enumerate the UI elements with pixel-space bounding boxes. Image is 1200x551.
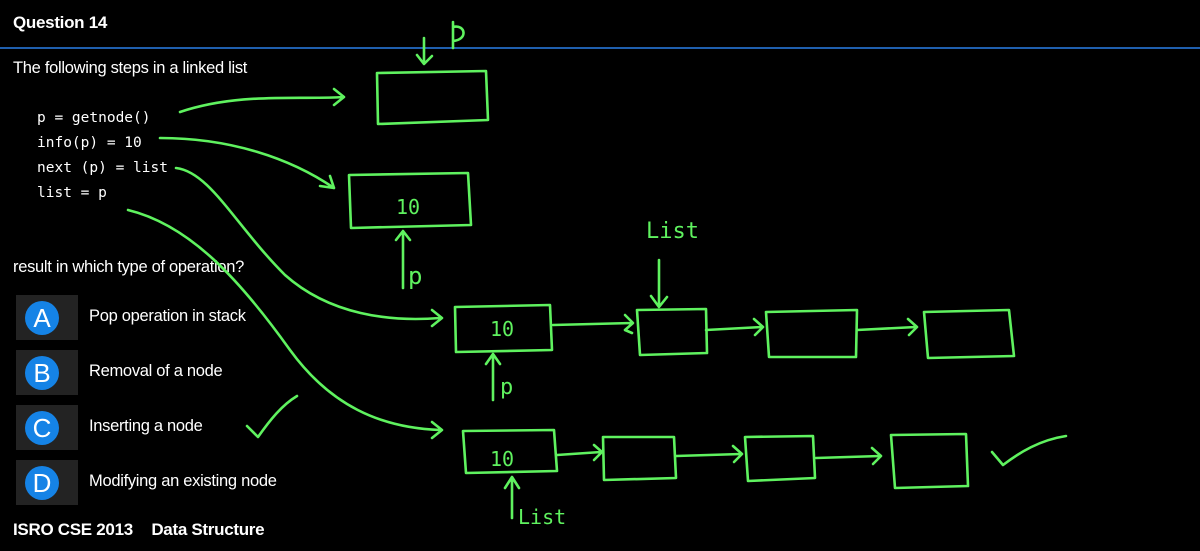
link-arrow xyxy=(551,313,635,335)
node-box xyxy=(601,435,678,482)
arrow-next xyxy=(174,166,444,328)
link-arrow xyxy=(855,317,919,337)
question-footer: ISRO CSE 2013 Data Structure xyxy=(13,520,265,540)
node-box xyxy=(635,307,709,357)
option-a-letter: A xyxy=(25,301,59,335)
node-box xyxy=(889,432,970,490)
up-arrow-icon xyxy=(394,229,412,290)
pointer-p-label: p xyxy=(500,375,513,400)
code-line: p = getnode() xyxy=(37,110,151,126)
empty-node-box xyxy=(375,69,490,126)
node-10-box xyxy=(347,171,473,230)
option-a-badge[interactable]: A xyxy=(16,295,78,340)
code-line: list = p xyxy=(37,185,107,201)
arrow-getnode xyxy=(178,87,346,114)
option-d-letter: D xyxy=(25,466,59,500)
arrow-info xyxy=(158,136,336,190)
list-pointer-label: List xyxy=(518,505,566,529)
check-mark-icon xyxy=(990,434,1068,467)
exam-tag: ISRO CSE 2013 xyxy=(13,520,133,539)
question-title: Question 14 xyxy=(13,13,108,32)
question-prompt: result in which type of operation? xyxy=(13,258,245,276)
subject-tag: Data Structure xyxy=(151,520,265,539)
down-arrow-icon xyxy=(649,258,669,309)
link-arrow xyxy=(674,444,744,464)
node-value-label: 10 xyxy=(490,447,514,471)
option-d-badge[interactable]: D xyxy=(16,460,78,505)
header-divider xyxy=(0,47,1200,49)
p-scribble xyxy=(451,20,465,50)
link-arrow xyxy=(704,317,765,337)
node-box xyxy=(461,428,559,475)
pointer-p-label: p xyxy=(408,262,422,290)
check-mark-icon xyxy=(245,394,299,439)
node-value-label: 10 xyxy=(396,195,420,219)
code-line: info(p) = 10 xyxy=(37,135,142,151)
link-arrow xyxy=(555,443,604,462)
option-b-label[interactable]: Removal of a node xyxy=(89,362,223,380)
code-line: next (p) = list xyxy=(37,160,168,176)
list-pointer-label: List xyxy=(646,219,699,244)
node-box xyxy=(453,303,554,354)
option-b-badge[interactable]: B xyxy=(16,350,78,395)
up-arrow-icon xyxy=(484,352,502,402)
option-b-letter: B xyxy=(25,356,59,390)
node-value-label: 10 xyxy=(490,317,514,341)
code-block: p = getnode() info(p) = 10 next (p) = li… xyxy=(37,106,168,206)
option-c-badge[interactable]: C xyxy=(16,405,78,450)
node-box xyxy=(743,434,817,483)
node-box xyxy=(764,308,859,359)
question-text: The following steps in a linked list xyxy=(13,59,248,77)
option-a-label[interactable]: Pop operation in stack xyxy=(89,307,246,325)
node-box xyxy=(922,308,1016,360)
link-arrow xyxy=(814,446,883,466)
option-c-letter: C xyxy=(25,411,59,445)
arrow-list xyxy=(126,208,444,440)
option-c-label[interactable]: Inserting a node xyxy=(89,417,203,435)
option-d-label[interactable]: Modifying an existing node xyxy=(89,472,277,490)
down-arrow-icon xyxy=(415,36,434,66)
up-arrow-icon xyxy=(503,475,521,520)
